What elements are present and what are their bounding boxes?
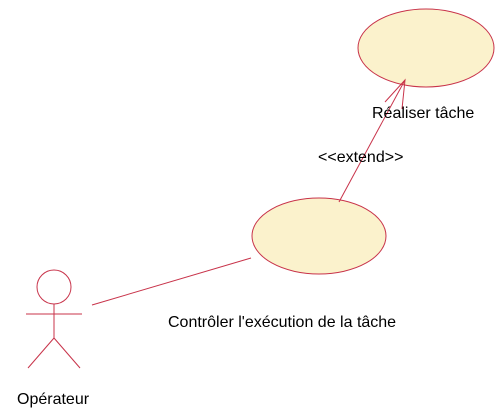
extend-stereotype-label: <<extend>> (318, 149, 403, 166)
actor-left-leg (27, 337, 55, 369)
actor-operateur[interactable] (26, 269, 82, 369)
extend-dependency (338, 78, 406, 203)
actor-head (36, 269, 72, 305)
extend-arrowhead (384, 78, 406, 110)
use-case-realiser-ellipse (357, 8, 495, 88)
use-case-controler-label: Contrôler l'exécution de la tâche (168, 314, 396, 331)
extend-line (338, 79, 406, 203)
use-case-controler-execution[interactable] (251, 197, 387, 275)
association-line (91, 257, 252, 306)
use-case-controler-ellipse (251, 197, 387, 275)
actor-right-leg (53, 337, 81, 369)
use-case-realiser-tache[interactable] (357, 8, 495, 88)
actor-name-label: Opérateur (17, 391, 90, 408)
use-case-realiser-label: Réaliser tâche (372, 105, 474, 122)
